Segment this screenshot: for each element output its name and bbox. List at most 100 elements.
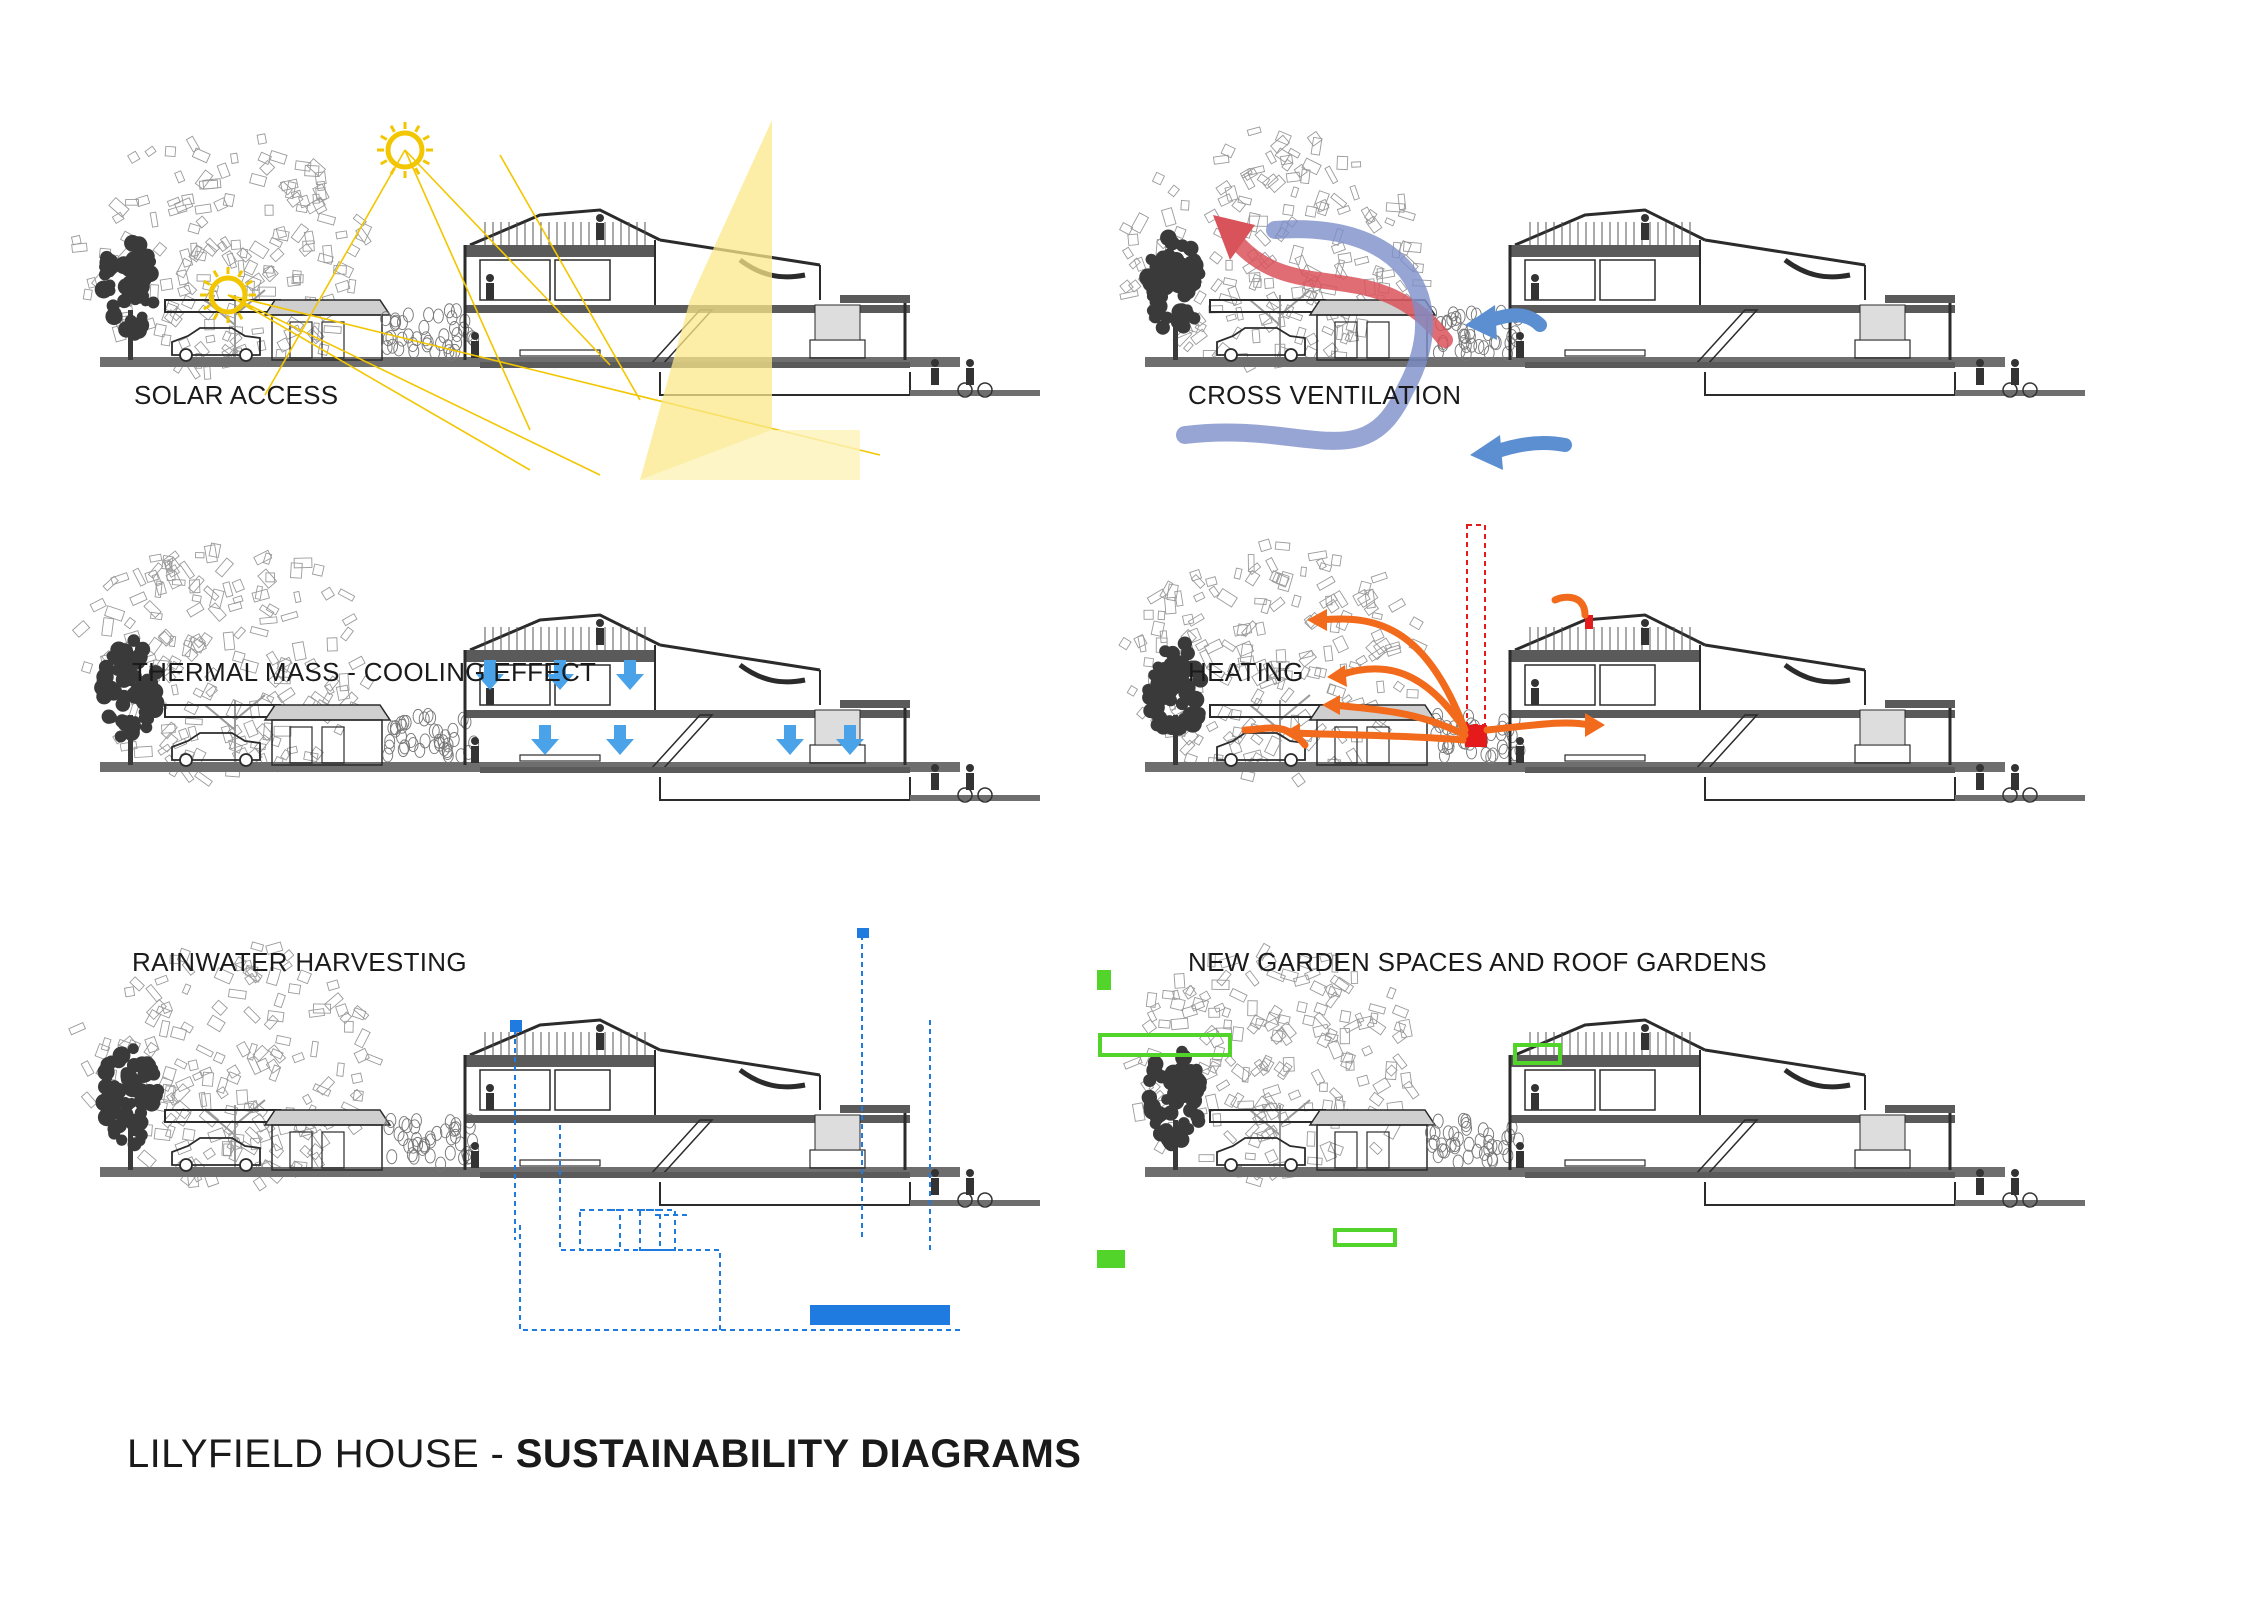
tree-trunk: [1173, 715, 1178, 765]
upper-floor-slab: [465, 650, 655, 662]
tree-trunk: [1173, 310, 1178, 360]
sofa: [1854, 339, 1911, 359]
stair: [648, 1119, 714, 1176]
heat-arrowheads: [1283, 609, 1605, 743]
building-section: [94, 208, 1040, 398]
airflow-arrows: [1176, 215, 1572, 470]
neighbour-roof: [263, 704, 392, 721]
mid-floor-slab: [1510, 1115, 1700, 1123]
dining-table: [519, 754, 601, 762]
page-title: LILYFIELD HOUSE - SUSTAINABILITY DIAGRAM…: [127, 1432, 1081, 1477]
car: [1216, 732, 1306, 761]
upper-floor-slab: [465, 245, 655, 257]
sofa: [1854, 744, 1911, 764]
section-drawing: [71, 542, 1040, 803]
flue-outline: [1466, 524, 1486, 726]
rear-awning: [1885, 295, 1955, 303]
basement: [659, 1182, 911, 1206]
sunlight-floor: [640, 430, 860, 480]
dining-table: [1564, 349, 1646, 357]
street-level: [910, 1200, 1040, 1206]
sofa: [809, 339, 866, 359]
roof-gutter: [1783, 662, 1851, 685]
artwork: [814, 304, 861, 341]
bicycle: [957, 382, 973, 398]
rear-floor-slab: [650, 1115, 910, 1123]
rising-air-arc: [1176, 220, 1434, 450]
street-level: [1955, 390, 2085, 396]
roof-gutter: [1783, 1067, 1851, 1090]
stair: [1693, 714, 1759, 771]
cooling-arrow: [776, 725, 804, 755]
window: [1524, 664, 1596, 706]
sofa: [809, 744, 866, 764]
window: [1599, 1069, 1656, 1111]
artwork: [1859, 709, 1906, 746]
tree-trunk: [128, 1120, 133, 1170]
bicycle: [2002, 1192, 2018, 1208]
street-level: [910, 390, 1040, 396]
section-drawing: [68, 928, 1040, 1331]
diagram-caption: THERMAL MASS - COOLING EFFECT: [132, 657, 597, 687]
window: [1524, 1069, 1596, 1111]
warm-air-arrowhead: [1213, 215, 1255, 260]
building-section: [1141, 1018, 2085, 1208]
diagram-cross-ventilation: CROSS VENTILATION: [1045, 100, 2085, 530]
mid-floor-slab: [1510, 305, 1700, 313]
dining-table: [1564, 1159, 1646, 1167]
window: [1599, 259, 1656, 301]
tree-canopy: [1123, 942, 1420, 1188]
mid-floor-slab: [465, 305, 655, 313]
title-prefix: LILYFIELD HOUSE -: [127, 1432, 516, 1476]
sun-icon: [200, 122, 433, 323]
rear-floor-slab: [1695, 1115, 1955, 1123]
neighbour-house: [271, 719, 383, 766]
sunlight-beam: [640, 120, 772, 480]
heat-arrows: [1241, 593, 1594, 749]
car: [1216, 327, 1306, 356]
roof-gutter: [1783, 257, 1851, 280]
street-level: [910, 795, 1040, 801]
neighbour-house: [1316, 719, 1428, 766]
neighbour-house: [1316, 1124, 1428, 1171]
roof-line: [469, 1018, 821, 1077]
stair: [1693, 309, 1759, 366]
cooling-arrow: [476, 660, 504, 690]
section-drawing: [1097, 942, 2085, 1268]
heater-icon: [1585, 615, 1593, 629]
basement: [659, 777, 911, 801]
neighbour-roof: [1308, 1109, 1437, 1126]
diagram-caption: CROSS VENTILATION: [1188, 380, 1462, 410]
diagram-caption: RAINWATER HARVESTING: [132, 947, 467, 977]
cooling-arrow: [606, 725, 634, 755]
building-section: [1139, 208, 2085, 398]
stair: [648, 714, 714, 771]
sofa: [1854, 1149, 1911, 1169]
carport-roof: [1209, 1109, 1326, 1123]
mid-floor-slab: [465, 1115, 655, 1123]
upper-floor-slab: [465, 1055, 655, 1067]
cool-air-arrowhead: [1470, 435, 1503, 470]
rear-awning: [1885, 700, 1955, 708]
car: [171, 327, 261, 356]
window: [1524, 259, 1596, 301]
diagram-new-garden-spaces: NEW GARDEN SPACES AND ROOF GARDENS: [1045, 910, 2085, 1340]
building-section: [94, 613, 1040, 803]
garden-highlights: [1097, 970, 1562, 1268]
building-section: [1142, 613, 2085, 803]
basement: [659, 372, 911, 396]
rear-awning: [840, 295, 910, 303]
diagram-caption: NEW GARDEN SPACES AND ROOF GARDENS: [1188, 947, 1767, 977]
tank-outline: [579, 1209, 621, 1251]
dining-table: [519, 349, 601, 357]
upper-floor-slab: [1510, 245, 1700, 257]
downpipe-icon: [510, 1020, 522, 1032]
window: [554, 664, 611, 706]
section-drawing: [1118, 126, 2085, 470]
title-bold: SUSTAINABILITY DIAGRAMS: [515, 1432, 1082, 1476]
roof-line: [1514, 613, 1866, 672]
bicycle: [957, 1192, 973, 1208]
water-pipes: [514, 935, 960, 1331]
car: [1216, 1137, 1306, 1166]
car: [171, 1137, 261, 1166]
